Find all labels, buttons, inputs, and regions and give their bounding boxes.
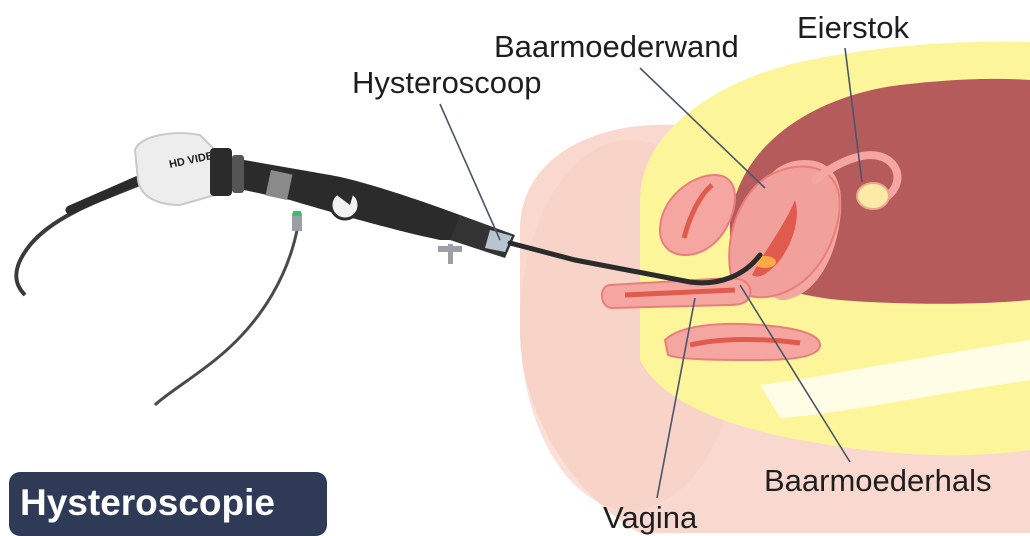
scope-cable [16, 180, 150, 295]
scope-stopcock-stem [448, 244, 453, 264]
label-hysteroscope: Hysteroscoop [352, 67, 542, 98]
light-port-ring [293, 211, 301, 216]
label-vagina: Vagina [603, 502, 697, 533]
ovary [857, 183, 889, 209]
camera-coupler-ring [232, 155, 244, 193]
camera-coupler [210, 148, 232, 196]
light-cable [155, 225, 298, 405]
page-title: Hysteroscopie [20, 484, 275, 521]
label-ovary: Eierstok [797, 12, 909, 43]
label-uterine-wall: Baarmoederwand [494, 31, 739, 62]
pelvic-anatomy [520, 42, 1030, 533]
label-cervix: Baarmoederhals [764, 465, 991, 496]
